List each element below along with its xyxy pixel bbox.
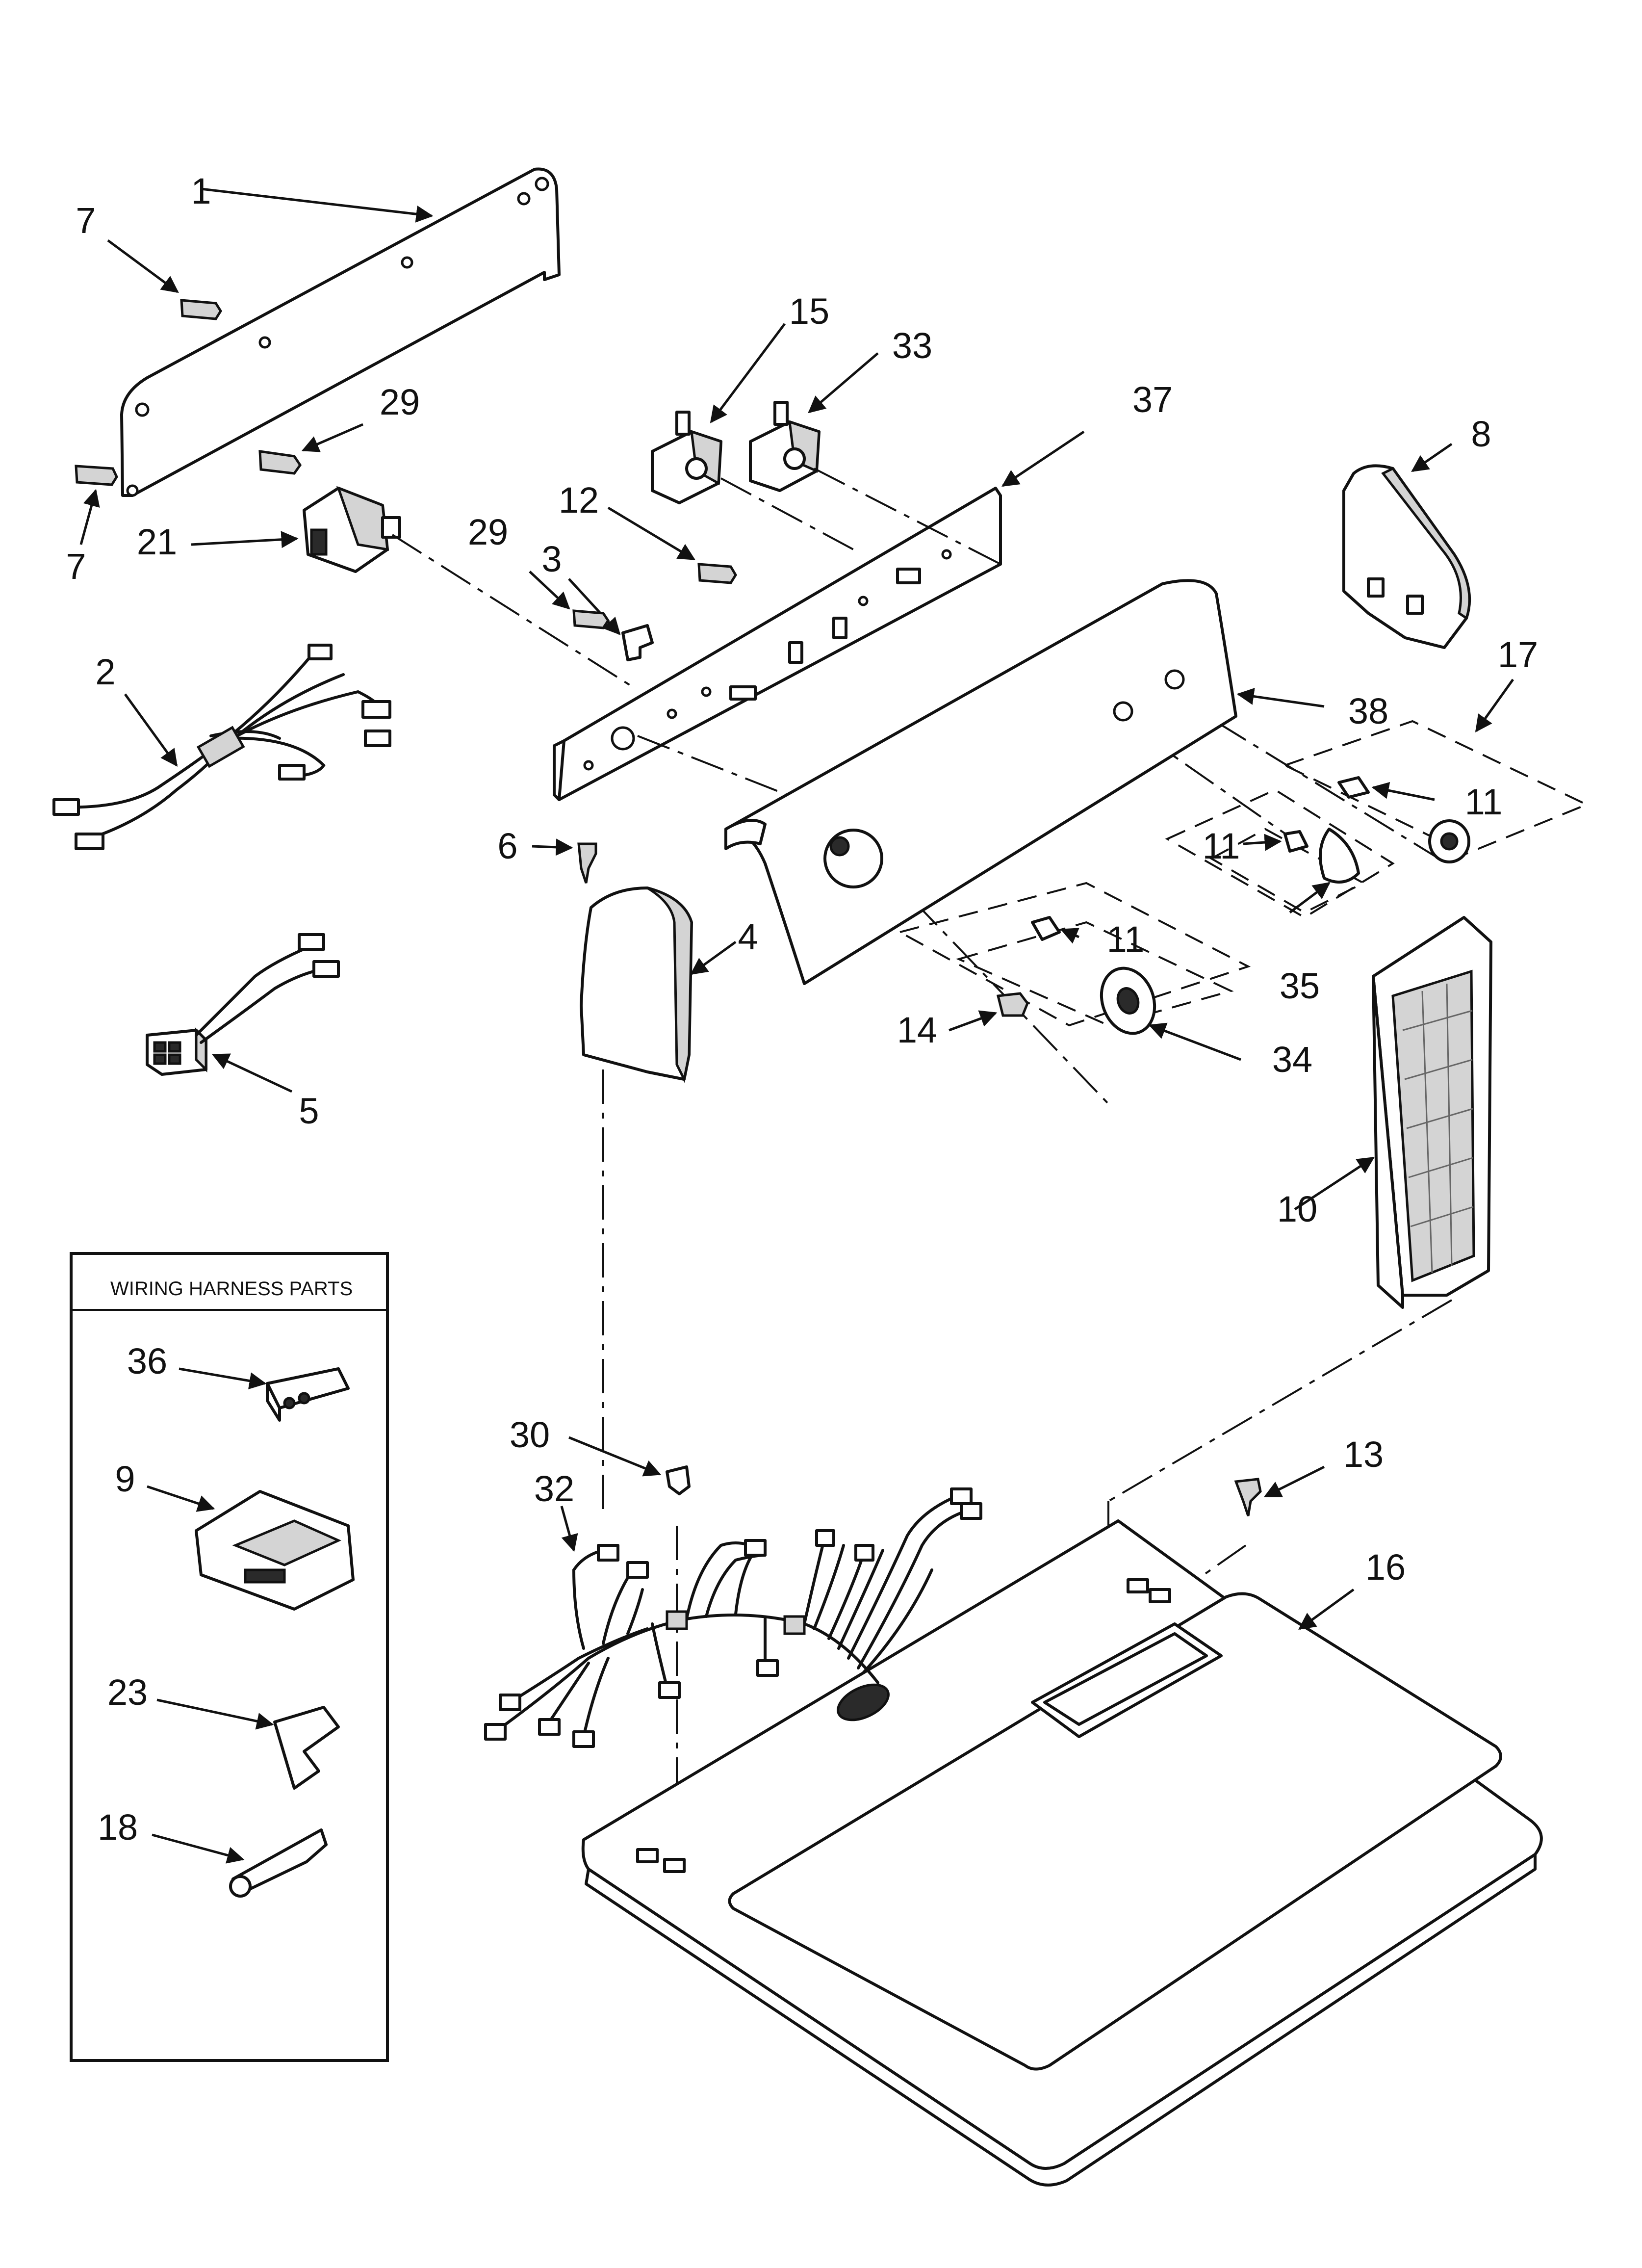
callout-4: 4: [738, 916, 758, 957]
screw-part-29-top: [258, 423, 363, 475]
screw-part-13: [1234, 1465, 1325, 1516]
callout-6: 6: [497, 826, 517, 866]
callout-32: 32: [534, 1468, 574, 1509]
callout-13: 13: [1343, 1434, 1384, 1475]
callout-18: 18: [98, 1807, 138, 1848]
callout-11-left: 11: [1107, 919, 1145, 960]
clip-part-30: [568, 1436, 691, 1495]
callout-30: 30: [510, 1414, 550, 1455]
callout-15: 15: [789, 291, 829, 332]
connector-part-36: [179, 1367, 350, 1422]
callout-17: 17: [1498, 634, 1538, 675]
callout-21: 21: [137, 521, 177, 562]
terminal-part-18: [152, 1828, 328, 1898]
callout-7-top: 7: [76, 200, 96, 241]
timer-part-21: [191, 486, 401, 573]
callout-16: 16: [1365, 1547, 1406, 1588]
callout-37: 37: [1132, 379, 1173, 420]
callout-1: 1: [191, 171, 211, 211]
callout-arrow-11c: [1060, 928, 1079, 944]
callout-9: 9: [115, 1459, 135, 1499]
wire-connector-part-5: [146, 933, 340, 1093]
inset-title: WIRING HARNESS PARTS: [110, 1278, 353, 1300]
side-trim-part-8: [1342, 443, 1471, 649]
callout-29-top: 29: [380, 382, 420, 422]
callout-3: 3: [541, 539, 562, 579]
screw-part-7-bottom: [75, 465, 118, 545]
callout-12: 12: [559, 480, 599, 521]
lint-screen-part-10: [1294, 916, 1492, 1309]
callout-36: 36: [127, 1341, 167, 1382]
callout-29-middle: 29: [468, 512, 508, 552]
screw-part-14: [949, 992, 1029, 1032]
end-cap-part-4: [580, 886, 737, 1083]
callout-8: 8: [1471, 414, 1491, 454]
screw-part-12: [607, 506, 737, 584]
terminal-block-part-9: [147, 1485, 355, 1611]
screw-part-7-top: [107, 239, 222, 320]
callout-11-right: 11: [1465, 782, 1503, 822]
callouts: 1 7 7 29 21 29 3 12 15 33 37 8 2 38 17 1…: [66, 171, 1538, 1848]
callout-7-bottom: 7: [66, 546, 86, 587]
knob-assembly-part-35: [1165, 788, 1395, 919]
main-wire-harness-part-32: [484, 1487, 982, 1748]
callout-arrow-11b: [1243, 834, 1282, 851]
callout-35: 35: [1280, 965, 1320, 1006]
callout-5: 5: [299, 1091, 319, 1131]
console-panel-part-38: [724, 579, 1325, 985]
callout-38: 38: [1348, 691, 1388, 731]
wire-harness-part-2: [52, 644, 391, 850]
control-bracket-part-37: [553, 430, 1085, 801]
callout-arrow-11a: [1371, 782, 1435, 801]
rear-panel-part-1: [120, 167, 561, 497]
callout-10: 10: [1277, 1189, 1317, 1229]
callout-2: 2: [95, 652, 115, 692]
clip-part-23: [156, 1698, 340, 1790]
top-panel-part-16: [581, 1519, 1543, 2187]
callout-23: 23: [107, 1672, 148, 1713]
clip-part-3: [568, 578, 654, 661]
screw-part-6: [532, 838, 597, 884]
callout-14: 14: [897, 1010, 937, 1050]
screw-part-29-middle: [529, 571, 610, 629]
switch-part-33: [749, 352, 879, 492]
callout-11-middle: 11: [1203, 826, 1240, 866]
knob-assembly-part-34: [897, 882, 1251, 1061]
switch-part-15: [651, 323, 786, 504]
knob-assembly-part-17: [1282, 678, 1589, 863]
callout-34: 34: [1272, 1039, 1312, 1080]
callout-33: 33: [892, 325, 932, 366]
wiring-harness-inset: WIRING HARNESS PARTS: [70, 1252, 389, 2062]
